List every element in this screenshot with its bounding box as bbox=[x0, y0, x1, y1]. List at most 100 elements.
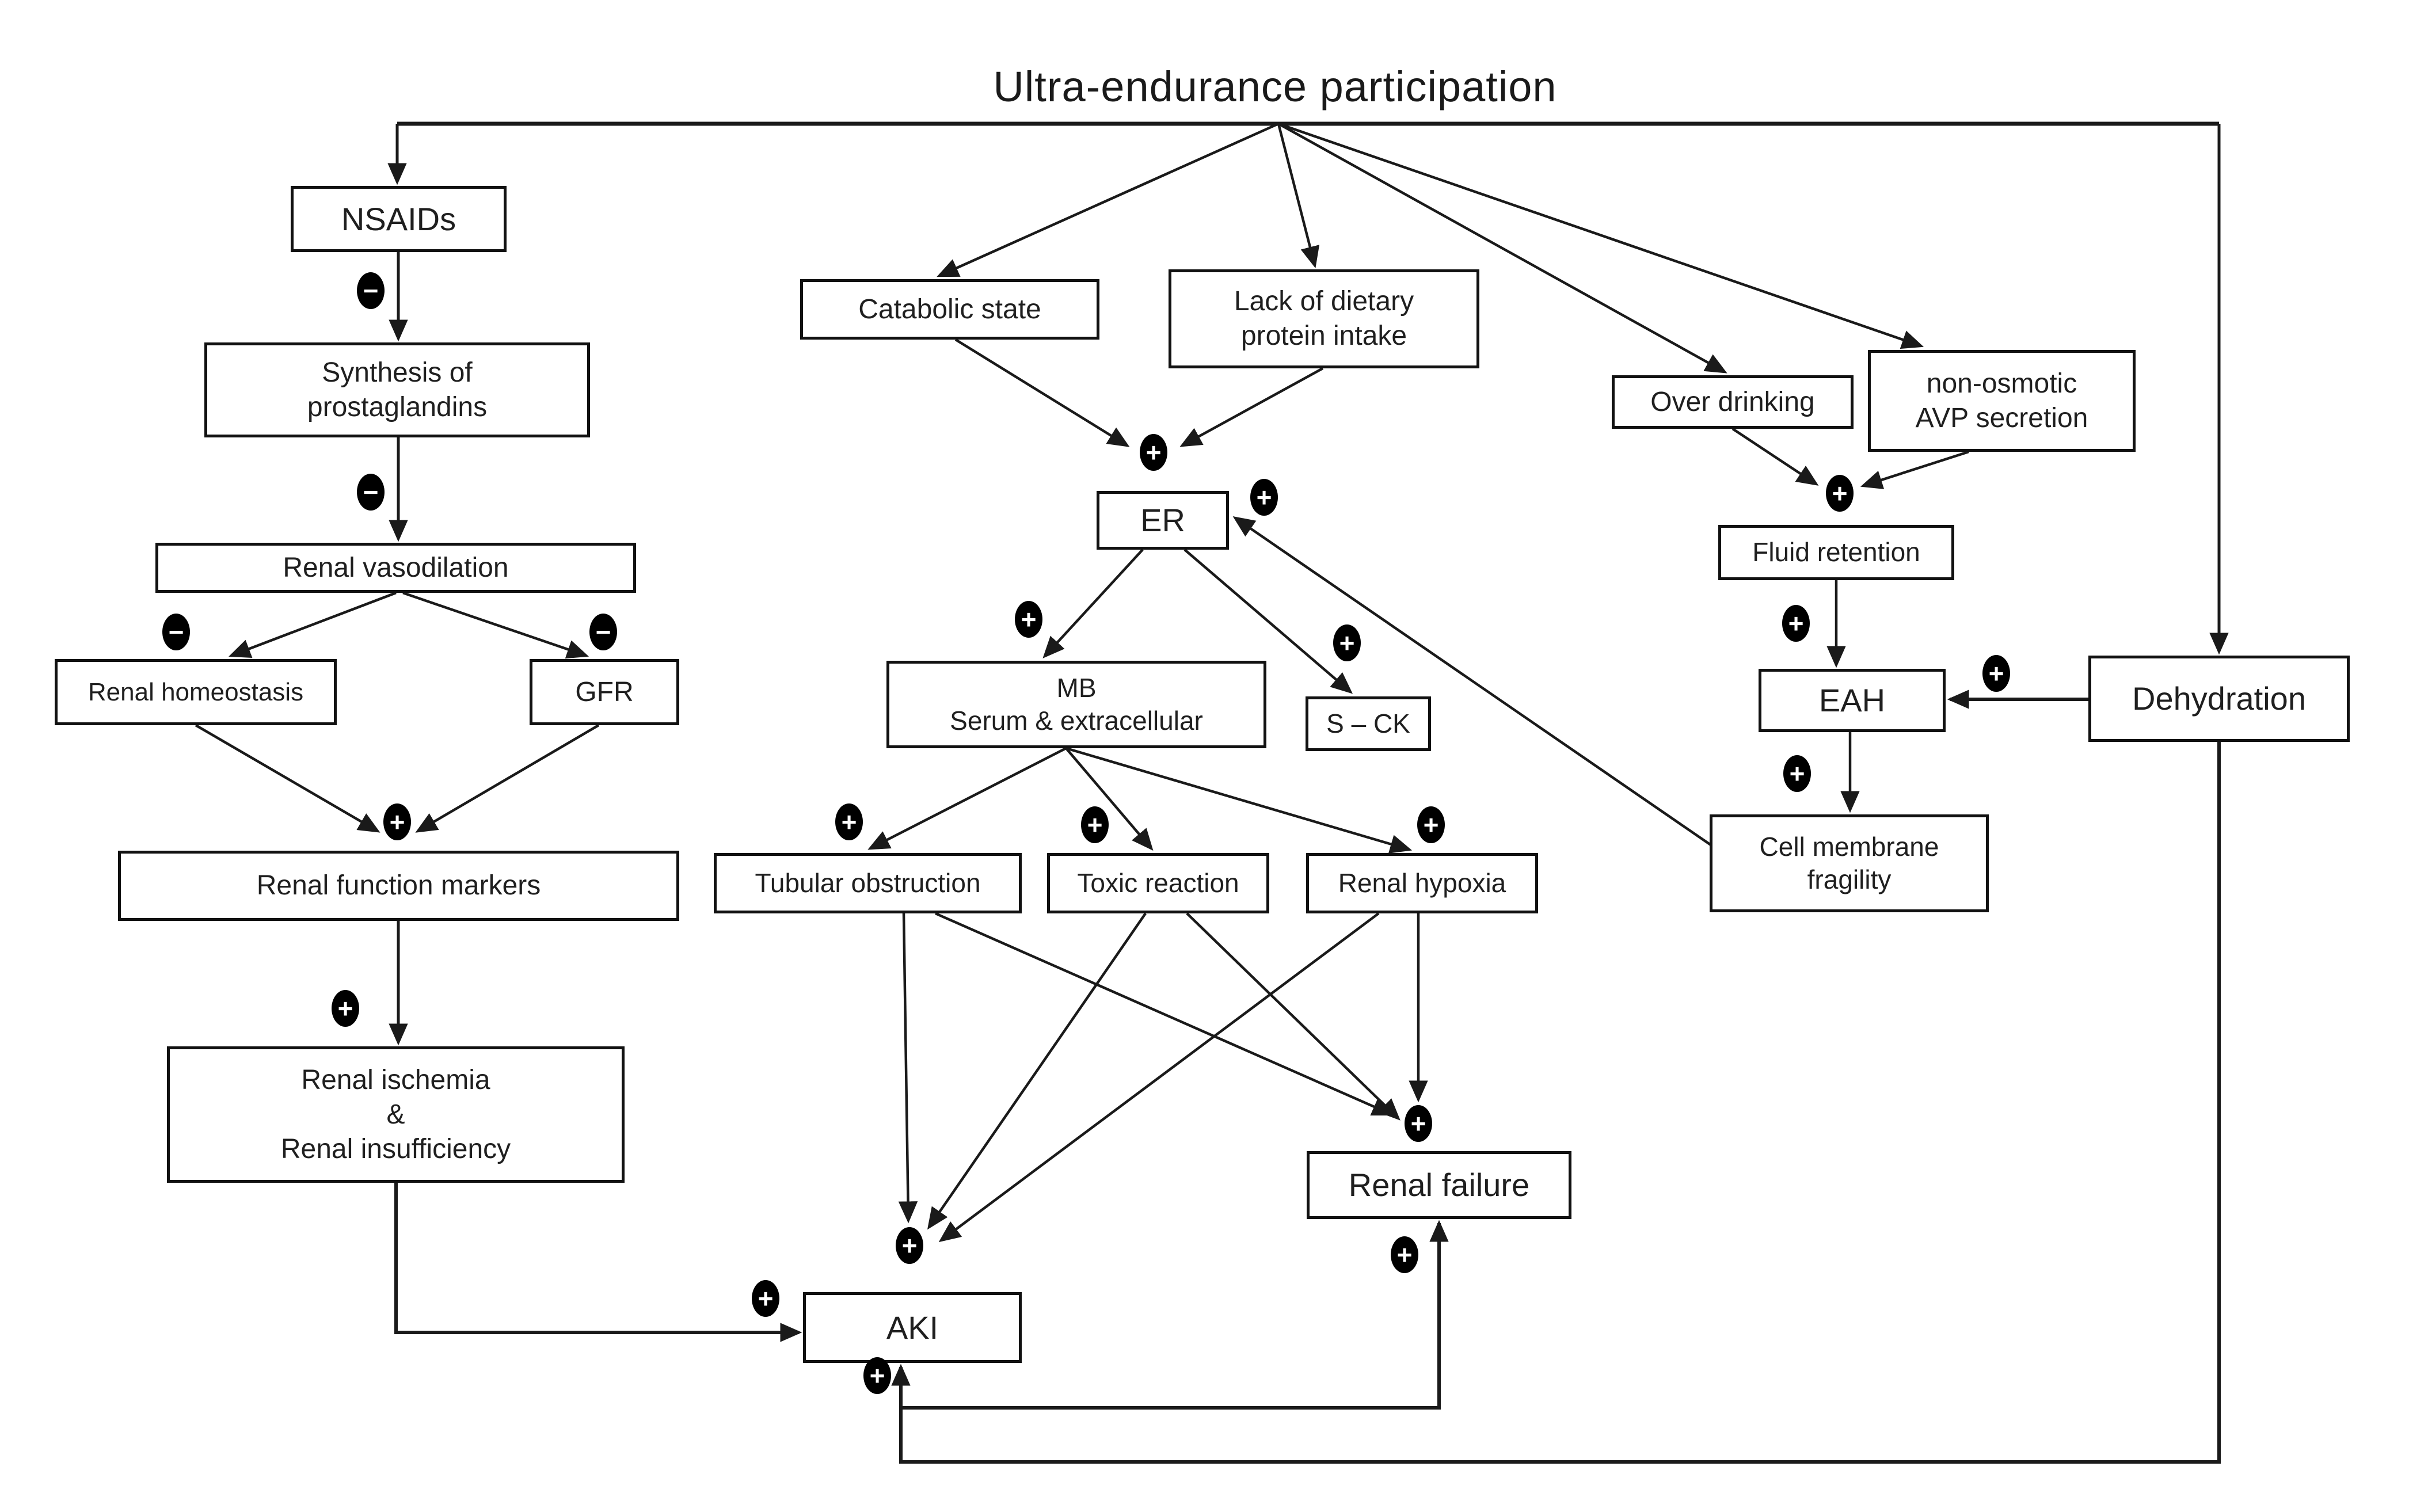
node-label-renal-function-markers: Renal function markers bbox=[256, 870, 541, 901]
node-cell-membrane-fragility: Cell membrane fragility bbox=[1710, 814, 1989, 912]
node-renal-vasodilation: Renal vasodilation bbox=[155, 543, 636, 593]
node-fluid-retention: Fluid retention bbox=[1718, 525, 1954, 580]
plus-badge: + bbox=[332, 990, 359, 1027]
plus-icon: + bbox=[841, 807, 857, 837]
plus-icon: + bbox=[1145, 437, 1162, 467]
minus-icon: − bbox=[168, 617, 184, 647]
node-catabolic-state: Catabolic state bbox=[800, 279, 1099, 340]
plus-icon: + bbox=[1410, 1109, 1426, 1138]
node-label-synthesis-of-prostaglandins: Synthesis of prostaglandins bbox=[307, 357, 488, 422]
minus-badge: − bbox=[357, 272, 385, 309]
plus-badge: + bbox=[1140, 434, 1167, 471]
plus-icon: + bbox=[869, 1361, 885, 1391]
node-renal-ischemia-insufficiency: Renal ischemia & Renal insufficiency bbox=[167, 1046, 625, 1183]
edge-ultra-endurance-participation--catabolic-state bbox=[937, 122, 1279, 277]
plus-icon: + bbox=[1256, 482, 1272, 512]
plus-icon: + bbox=[901, 1231, 918, 1260]
plus-icon: + bbox=[758, 1284, 774, 1313]
plus-badge: + bbox=[1783, 755, 1811, 792]
plus-icon: + bbox=[1423, 810, 1439, 840]
node-label-renal-homeostasis: Renal homeostasis bbox=[87, 678, 304, 706]
plus-icon: + bbox=[337, 993, 353, 1023]
plus-badge: + bbox=[1826, 475, 1854, 512]
plus-badge: + bbox=[1391, 1236, 1418, 1273]
plus-badge: + bbox=[896, 1227, 923, 1264]
plus-badge: + bbox=[1015, 601, 1042, 638]
node-renal-hypoxia: Renal hypoxia bbox=[1306, 853, 1538, 913]
node-label-er: ER bbox=[1140, 502, 1185, 538]
node-label-fluid-retention: Fluid retention bbox=[1752, 537, 1920, 568]
node-label-mb-serum-extracellular: MB Serum & extracellular bbox=[950, 672, 1203, 736]
plus-badge: + bbox=[1333, 624, 1361, 661]
node-renal-function-markers: Renal function markers bbox=[118, 851, 679, 921]
node-synthesis-of-prostaglandins: Synthesis of prostaglandins bbox=[204, 342, 590, 437]
node-label-gfr: GFR bbox=[575, 676, 634, 707]
node-label-nsaids: NSAIDs bbox=[341, 200, 456, 237]
plus-badge: + bbox=[1982, 655, 2010, 692]
edge-mb-serum-extracellular--renal-hypoxia bbox=[1065, 747, 1413, 854]
node-aki: AKI bbox=[803, 1292, 1022, 1363]
page-title: Ultra-endurance participation bbox=[993, 62, 1557, 111]
node-non-osmotic-avp-secretion: non-osmotic AVP secretion bbox=[1868, 350, 2136, 452]
plus-badge: + bbox=[1081, 806, 1109, 843]
edge-renal-vasodilation--gfr bbox=[402, 591, 589, 659]
edge-renal-hypoxia--aki bbox=[938, 912, 1380, 1243]
node-renal-failure: Renal failure bbox=[1307, 1151, 1571, 1219]
minus-icon: − bbox=[363, 276, 379, 306]
node-label-dehydration: Dehydration bbox=[2132, 680, 2306, 717]
edge-er--mb-serum-extracellular bbox=[1042, 549, 1144, 658]
plus-badge: + bbox=[1417, 806, 1445, 843]
edge-ultra-endurance-participation--lack-of-dietary-protein-intake bbox=[1277, 123, 1320, 269]
node-label-tubular-obstruction: Tubular obstruction bbox=[755, 867, 981, 898]
node-tubular-obstruction: Tubular obstruction bbox=[714, 853, 1022, 913]
node-label-s-ck: S – CK bbox=[1326, 708, 1410, 738]
edge-tubular-obstruction--renal-failure bbox=[935, 912, 1394, 1116]
plus-icon: + bbox=[1832, 478, 1848, 508]
edge-mb-serum-extracellular--tubular-obstruction bbox=[867, 747, 1067, 850]
plus-icon: + bbox=[389, 807, 405, 837]
edge-dehydration--aki bbox=[891, 742, 2221, 1464]
node-label-eah: EAH bbox=[1818, 682, 1886, 718]
edge-renal-homeostasis--renal-function-markers bbox=[195, 724, 380, 833]
minus-badge: − bbox=[357, 474, 385, 511]
node-nsaids: NSAIDs bbox=[291, 186, 507, 252]
node-label-renal-hypoxia: Renal hypoxia bbox=[1338, 867, 1506, 898]
edge-non-osmotic-avp-secretion--fluid-retention bbox=[1860, 450, 1969, 489]
edge-renal-ischemia-insufficiency--aki bbox=[394, 1183, 802, 1342]
plus-icon: + bbox=[1087, 810, 1103, 840]
plus-badge: + bbox=[863, 1357, 891, 1394]
minus-icon: − bbox=[595, 617, 611, 647]
node-label-toxic-reaction: Toxic reaction bbox=[1077, 867, 1239, 898]
plus-icon: + bbox=[1021, 604, 1037, 634]
minus-badge: − bbox=[162, 614, 190, 650]
node-s-ck: S – CK bbox=[1306, 696, 1431, 751]
edge-over-drinking--fluid-retention bbox=[1731, 428, 1819, 486]
edge-toxic-reaction--aki bbox=[927, 912, 1147, 1230]
plus-badge: + bbox=[752, 1280, 779, 1317]
node-gfr: GFR bbox=[530, 659, 679, 725]
node-label-catabolic-state: Catabolic state bbox=[858, 294, 1041, 325]
plus-badge: + bbox=[383, 803, 411, 840]
node-renal-homeostasis: Renal homeostasis bbox=[55, 659, 337, 725]
node-er: ER bbox=[1097, 491, 1229, 550]
edge-gfr--renal-function-markers bbox=[415, 724, 600, 833]
node-label-aki: AKI bbox=[886, 1309, 939, 1346]
plus-badge: + bbox=[1782, 605, 1810, 642]
edge-renal-vasodilation--renal-homeostasis bbox=[229, 591, 397, 658]
node-mb-serum-extracellular: MB Serum & extracellular bbox=[886, 661, 1266, 748]
plus-icon: + bbox=[1788, 608, 1804, 638]
node-label-non-osmotic-avp-secretion: non-osmotic AVP secretion bbox=[1915, 368, 2088, 433]
edge-catabolic-state--er bbox=[954, 338, 1130, 447]
plus-icon: + bbox=[1789, 759, 1805, 789]
node-eah: EAH bbox=[1759, 669, 1946, 732]
node-toxic-reaction: Toxic reaction bbox=[1047, 853, 1269, 913]
edge-er--s-ck bbox=[1183, 549, 1353, 694]
edge-ultra-endurance-participation--over-drinking bbox=[1277, 123, 1727, 374]
node-label-renal-ischemia-insufficiency: Renal ischemia & Renal insufficiency bbox=[280, 1064, 511, 1164]
node-label-over-drinking: Over drinking bbox=[1650, 386, 1815, 417]
node-label-renal-vasodilation: Renal vasodilation bbox=[283, 552, 509, 583]
minus-badge: − bbox=[589, 614, 617, 650]
minus-icon: − bbox=[363, 477, 379, 507]
